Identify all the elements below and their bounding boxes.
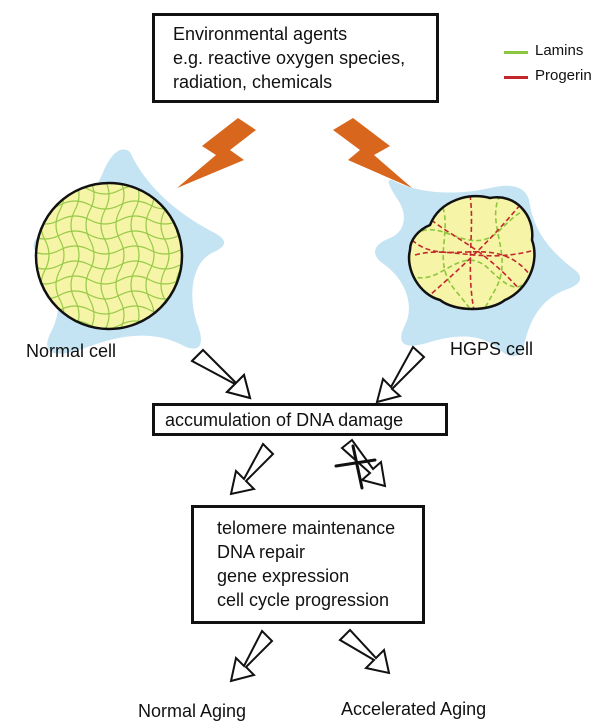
hgps-cell-nucleus [407, 194, 536, 311]
normal-cell-nucleus [34, 181, 184, 331]
dna-damage-text: accumulation of DNA damage [165, 410, 404, 430]
process-item: telomere maintenance [217, 518, 396, 538]
environmental-agents-line: e.g. reactive oxygen species, [173, 48, 406, 68]
environmental-agents-line: Environmental agents [173, 24, 348, 44]
arrow-icon [229, 442, 275, 496]
arrow-icon [229, 629, 274, 683]
environmental-agents-box: Environmental agents e.g. reactive oxyge… [152, 13, 439, 103]
normal-aging-label: Normal Aging [138, 701, 247, 721]
lamins-legend-label: Lamins [535, 42, 584, 59]
accelerated-aging-label: Accelerated Aging [341, 699, 487, 719]
process-item: DNA repair [217, 542, 306, 562]
hgps-cell-label: HGPS cell [450, 339, 534, 359]
process-item: gene expression [217, 566, 350, 586]
environmental-agents-line: radiation, chemicals [173, 72, 333, 92]
lightning-bolt-icon [333, 118, 412, 188]
arrow-icon [375, 345, 426, 404]
arrow-icon [338, 628, 391, 675]
cellular-processes-box: telomere maintenance DNA repair gene exp… [191, 505, 425, 624]
arrow-icon [190, 348, 252, 400]
process-item: cell cycle progression [217, 590, 390, 610]
progerin-legend-swatch [504, 76, 528, 79]
blocked-cross-icon [334, 444, 377, 490]
lightning-bolt-icon [177, 118, 256, 188]
lamins-legend-swatch [504, 51, 528, 54]
dna-damage-box: accumulation of DNA damage [152, 403, 448, 436]
normal-cell-label: Normal cell [26, 341, 117, 361]
progerin-legend-label: Progerin [535, 67, 592, 84]
